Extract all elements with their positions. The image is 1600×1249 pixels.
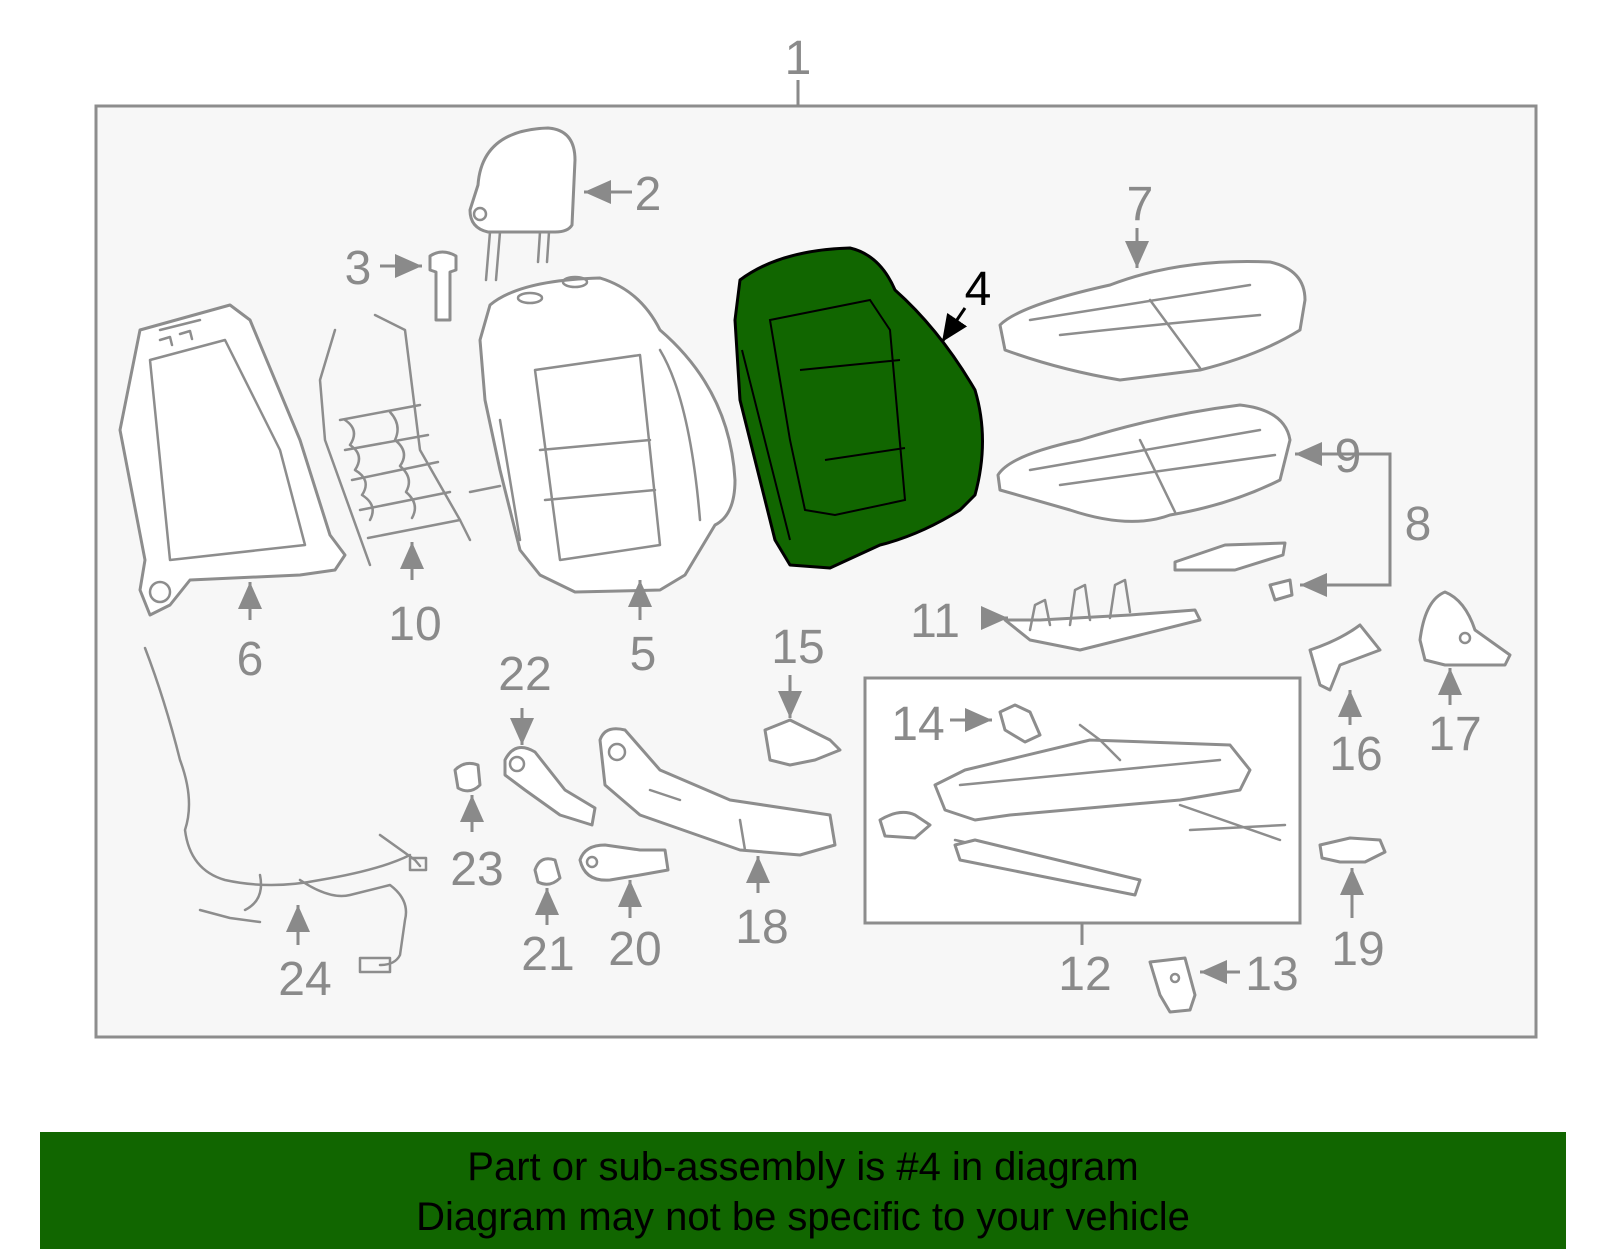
callout-8: 8: [1405, 498, 1432, 551]
callout-3: 3: [345, 242, 372, 295]
callout-14: 14: [891, 698, 944, 751]
cushion-frame-part: [1003, 578, 1202, 652]
callout-6: 6: [237, 633, 264, 686]
callout-21: 21: [521, 928, 574, 981]
callout-23: 23: [450, 843, 503, 896]
callout-4-leader: [940, 307, 968, 343]
cushion-bracket-part: [1173, 541, 1294, 602]
callout-11: 11: [910, 595, 960, 648]
callout-1: 1: [785, 32, 812, 85]
cushion-pad-part: [996, 403, 1292, 523]
callout-20: 20: [608, 923, 661, 976]
seat-adjuster-part: [878, 723, 1287, 897]
seatback-cover-part: [733, 246, 984, 570]
callout-12: 12: [1058, 948, 1111, 1001]
callout-13: 13: [1245, 948, 1298, 1001]
info-banner: Part or sub-assembly is #4 in diagram Di…: [40, 1132, 1566, 1249]
seatback-frame-part: [118, 303, 347, 617]
callout-19: 19: [1331, 923, 1384, 976]
adjuster-bracket-14-part: [998, 703, 1042, 744]
switch-15-part: [763, 718, 842, 767]
callout-24: 24: [278, 953, 331, 1006]
cushion-cover-part: [998, 260, 1307, 382]
lumbar-support-part: [318, 313, 502, 567]
clip-19-part: [1318, 836, 1387, 864]
side-shield-part: [1418, 590, 1512, 667]
ring-21-part: [533, 857, 562, 886]
side-panel-18-part: [598, 727, 837, 857]
callout-17: 17: [1428, 708, 1481, 761]
seatback-pad-part: [478, 275, 737, 594]
cap-23-part: [453, 761, 482, 793]
callout-5: 5: [630, 628, 657, 681]
callout-22: 22: [498, 648, 551, 701]
banner-line-1: Part or sub-assembly is #4 in diagram: [467, 1145, 1139, 1189]
callout-18: 18: [735, 901, 788, 954]
callout-2: 2: [635, 168, 662, 221]
callout-10: 10: [388, 598, 441, 651]
headrest-guide-part: [428, 250, 458, 322]
trim-cover-16-part: [1308, 623, 1382, 692]
bracket-13-part: [1148, 956, 1197, 1014]
recliner-arm-part: [503, 746, 597, 827]
headrest-part: [468, 126, 577, 282]
callout-15: 15: [771, 621, 824, 674]
callout-4: 4: [965, 263, 992, 316]
wiring-harness-part: [143, 646, 428, 974]
banner-line-2: Diagram may not be specific to your vehi…: [416, 1195, 1190, 1239]
callout-9: 9: [1335, 430, 1362, 483]
callout-16: 16: [1329, 728, 1382, 781]
callout-7: 7: [1127, 178, 1154, 231]
handle-20-part: [578, 843, 670, 882]
